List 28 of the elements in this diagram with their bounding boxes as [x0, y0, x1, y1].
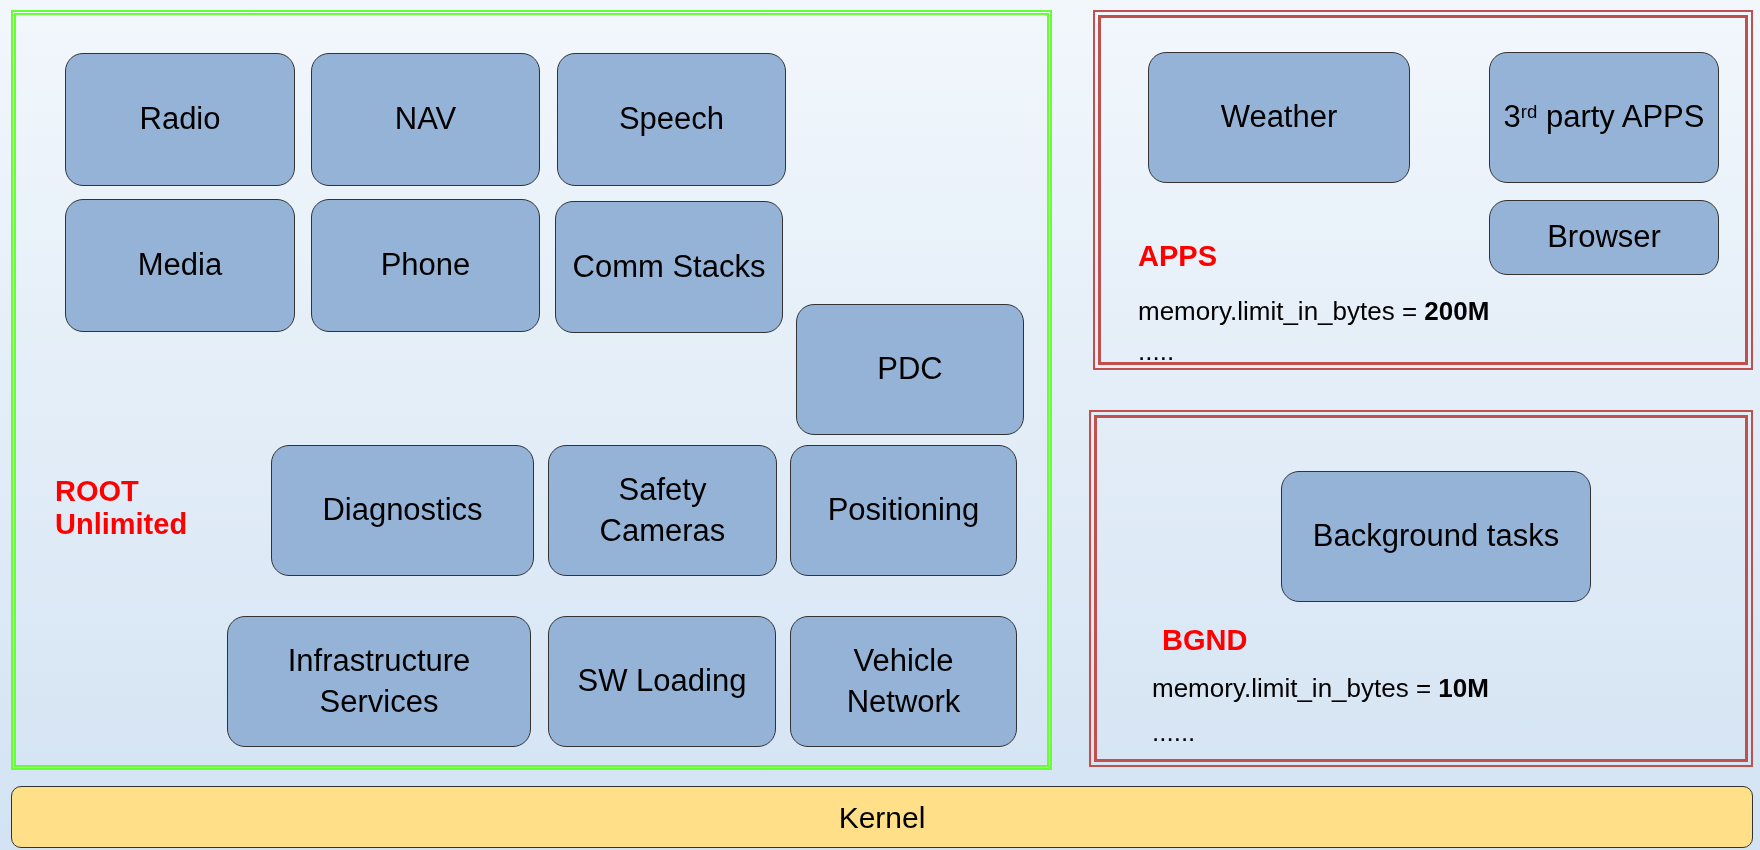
process-box: Comm Stacks — [555, 201, 783, 333]
process-box: Infrastructure Services — [227, 616, 531, 747]
group-label: BGND — [1162, 624, 1249, 658]
config-text: memory.limit_in_bytes = 10M — [1152, 672, 1489, 705]
process-box: Background tasks — [1281, 471, 1591, 602]
process-box: Phone — [311, 199, 540, 332]
process-box: Vehicle Network — [790, 616, 1017, 747]
process-box: Speech — [557, 53, 786, 186]
process-box: PDC — [796, 304, 1024, 435]
config-text: ...... — [1152, 716, 1196, 749]
process-box: Radio — [65, 53, 295, 186]
process-box: Weather — [1148, 52, 1410, 183]
process-box: Diagnostics — [271, 445, 534, 576]
process-box: Positioning — [790, 445, 1017, 576]
config-text: ..... — [1138, 335, 1175, 368]
group-frame — [1093, 10, 1753, 370]
process-box: Safety Cameras — [548, 445, 777, 576]
process-box: Media — [65, 199, 295, 332]
process-box: 3$^{rd}$ party APPS — [1489, 52, 1719, 183]
group-label: APPS — [1138, 240, 1218, 274]
group-frame — [1089, 410, 1753, 767]
process-box: Browser — [1489, 200, 1719, 275]
config-text: memory.limit_in_bytes = 200M — [1138, 295, 1490, 328]
kernel-bar: Kernel — [11, 786, 1753, 848]
process-box: SW Loading — [548, 616, 776, 747]
group-label: ROOT Unlimited — [55, 475, 189, 542]
group-frame — [11, 10, 1052, 770]
process-box: NAV — [311, 53, 540, 186]
